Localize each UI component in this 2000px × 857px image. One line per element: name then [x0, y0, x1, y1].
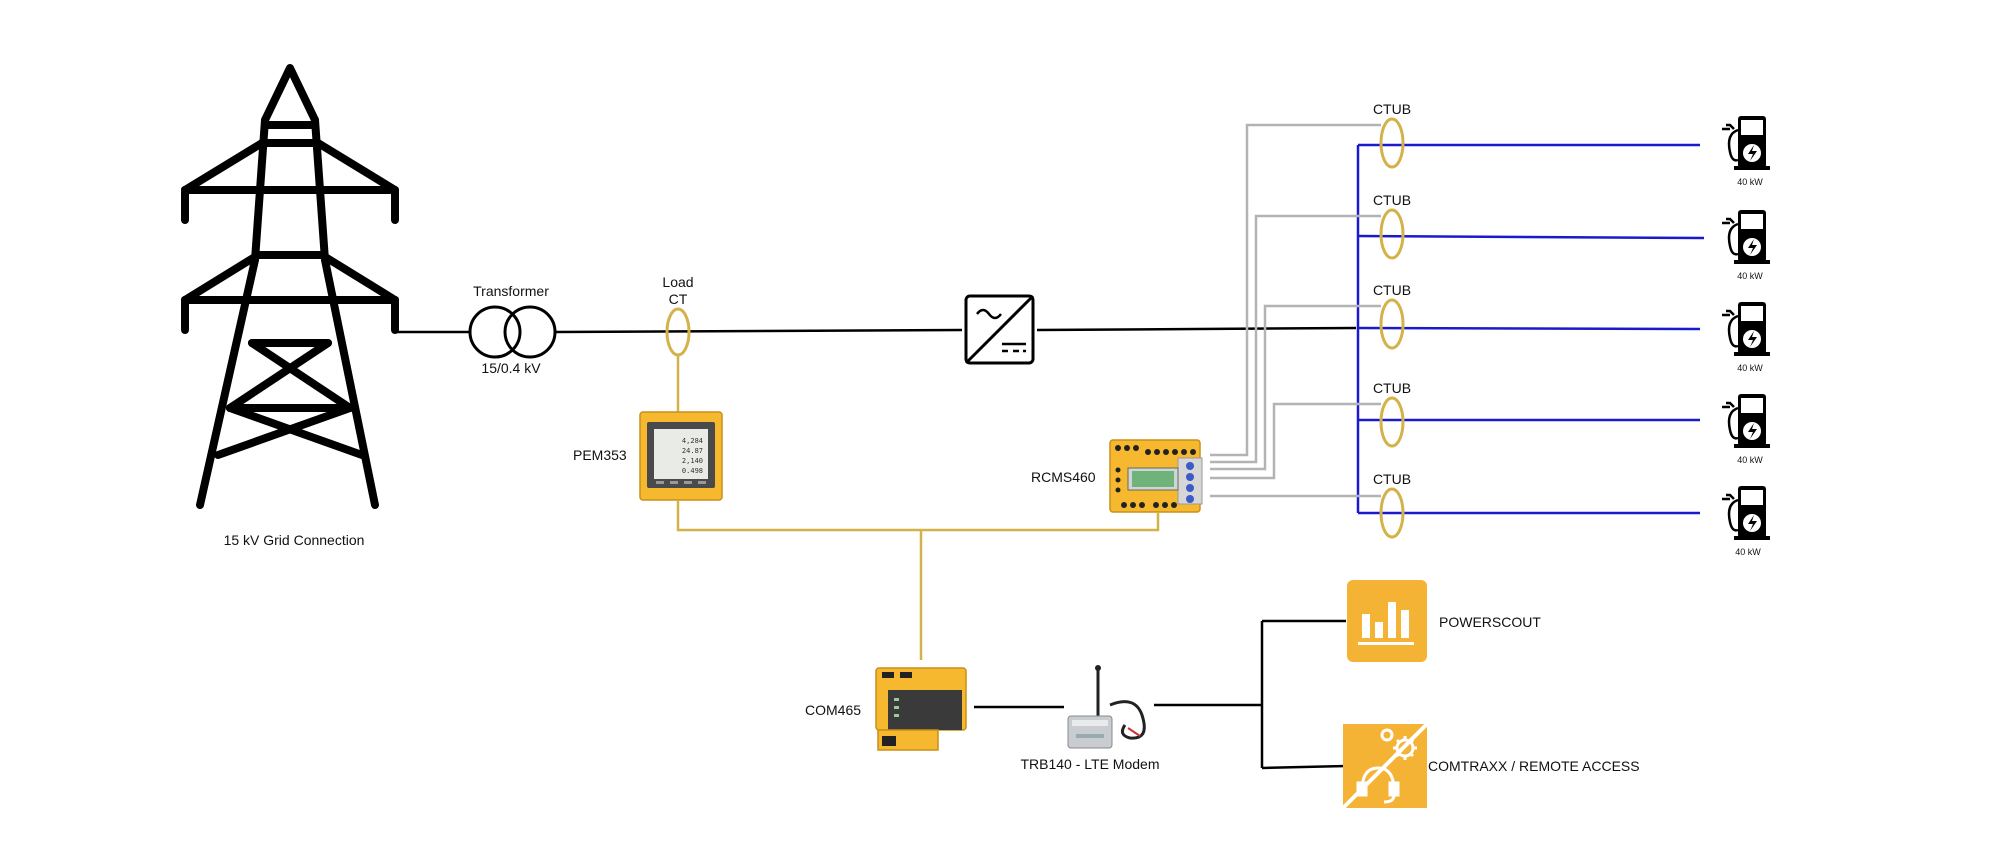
ac-dc-converter-icon [964, 294, 1035, 365]
ctub-ring-icon [1379, 208, 1405, 260]
ac-main-line [554, 328, 963, 334]
charger-rating-4: 40 kW [1737, 455, 1763, 465]
ctub-sensor-3: CTUB [1373, 282, 1411, 350]
pem353-reading-2: 24.87 [682, 447, 703, 455]
transmission-tower-icon [181, 64, 399, 509]
comtraxx-tile[interactable] [1341, 722, 1429, 810]
rcms460-label: RCMS460 [1031, 469, 1096, 485]
ev-charger-icon [1722, 394, 1770, 448]
ev-charger-icon [1722, 210, 1770, 264]
ctub-label-2: CTUB [1373, 192, 1411, 208]
pem353-reading-1: 4,284 [682, 437, 703, 445]
charger-rating-1: 40 kW [1737, 177, 1763, 187]
ctub-sensor-1: CTUB [1373, 101, 1411, 169]
ctub-label-4: CTUB [1373, 380, 1411, 396]
ctub-sensor-4: CTUB [1373, 380, 1411, 448]
ctub-label-5: CTUB [1373, 471, 1411, 487]
ctub-sensor-5: CTUB [1373, 471, 1411, 539]
transformer-title: Transformer [473, 283, 549, 299]
pem353-meter: 4,284 24.87 2,140 0.498 [639, 411, 723, 501]
pem353-label: PEM353 [573, 447, 627, 463]
transformer-rating: 15/0.4 kV [481, 360, 541, 376]
ev-charger-5: 40 kW [1722, 486, 1770, 557]
headset-gear-icon [1356, 728, 1417, 804]
ev-charger-2: 40 kW [1722, 210, 1770, 281]
charger-rating-2: 40 kW [1737, 271, 1763, 281]
ev-charger-icon [1722, 116, 1770, 170]
ev-charger-1: 40 kW [1722, 116, 1770, 187]
ctub-ring-icon [1379, 396, 1405, 448]
ctub-label-1: CTUB [1373, 101, 1411, 117]
rcms460-device [1109, 439, 1203, 513]
dc-feed-line [1036, 326, 1357, 332]
com465-label: COM465 [805, 702, 861, 718]
ctub-label-3: CTUB [1373, 282, 1411, 298]
ct-signal-wires [1210, 123, 1381, 498]
charger-rating-5: 40 kW [1735, 547, 1761, 557]
powerscout-label: POWERSCOUT [1439, 614, 1541, 630]
charger-rating-3: 40 kW [1737, 363, 1763, 373]
ev-charger-4: 40 kW [1722, 394, 1770, 465]
transformer-symbol-icon [468, 305, 557, 359]
modem-label: TRB140 - LTE Modem [1020, 756, 1159, 772]
bar-chart-icon [1358, 602, 1414, 645]
modbus-wires [676, 500, 1160, 660]
dc-branch-2 [1357, 234, 1705, 240]
ctub-sensor-2: CTUB [1373, 192, 1411, 260]
modem-to-apps-lines [1154, 619, 1347, 770]
load-ct-label-line2: CT [669, 291, 688, 307]
comtraxx-label: COMTRAXX / REMOTE ACCESS [1428, 758, 1640, 774]
pem353-reading-4: 0.498 [682, 467, 703, 475]
ctub-ring-icon [1379, 117, 1405, 169]
dc-branch-3 [1357, 326, 1701, 331]
ctub-ring-icon [1379, 298, 1405, 350]
lte-modem-device [1067, 665, 1146, 749]
com465-gateway [875, 667, 967, 751]
ev-charger-3: 40 kW [1722, 302, 1770, 373]
load-ct-label-line1: Load [662, 274, 693, 290]
pem353-reading-3: 2,140 [682, 457, 703, 465]
ctub-ring-icon [1379, 487, 1405, 539]
ev-charger-icon [1722, 302, 1770, 356]
powerscout-tile[interactable] [1347, 580, 1427, 662]
grid-connection-label: 15 kV Grid Connection [224, 532, 365, 548]
ev-charger-icon [1722, 486, 1770, 540]
